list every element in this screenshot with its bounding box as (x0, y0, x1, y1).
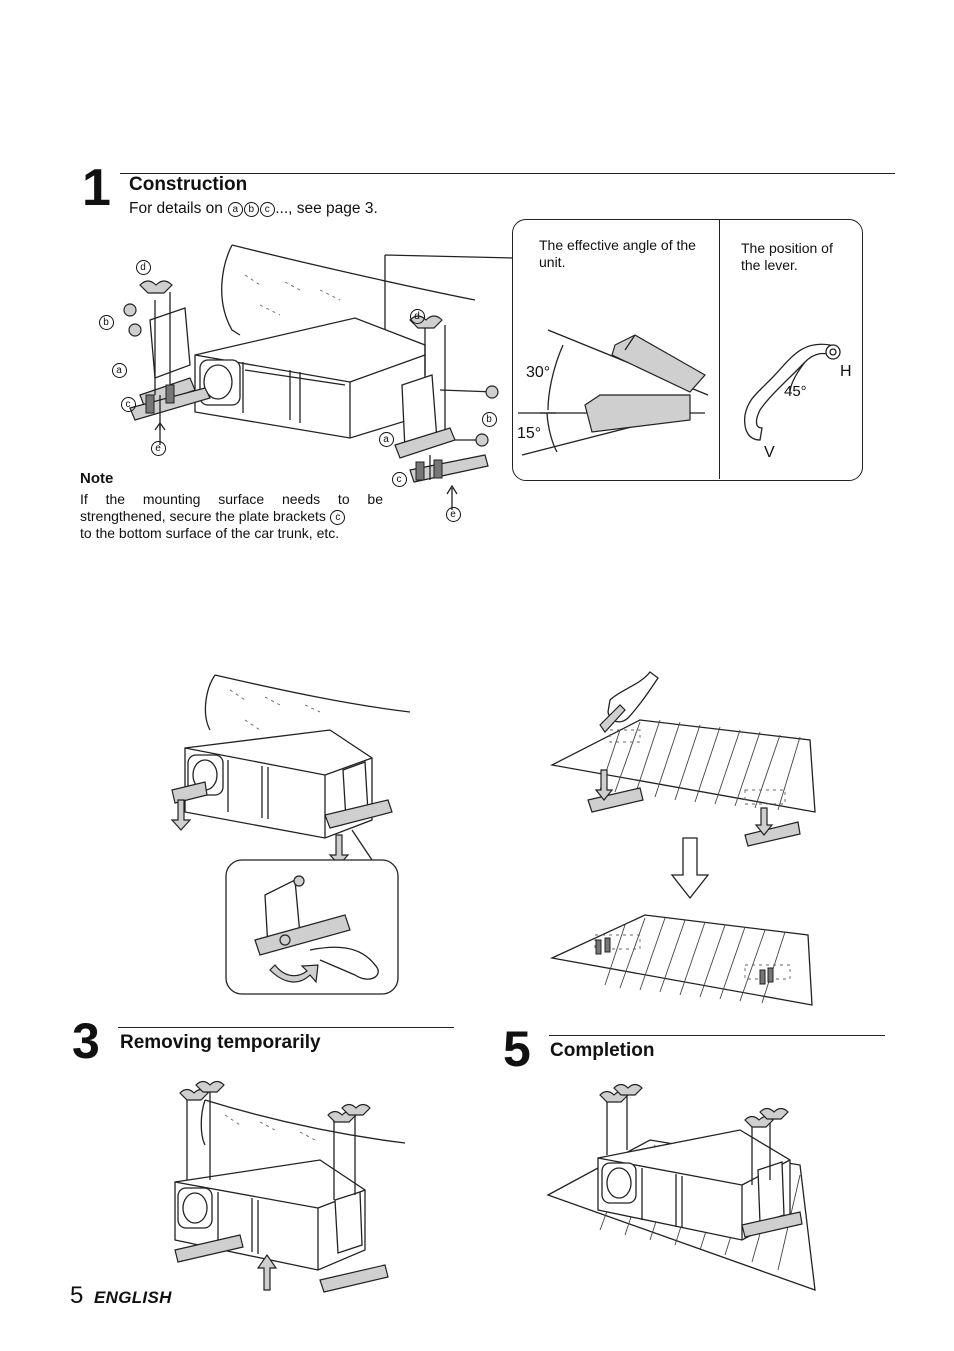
details-suffix: ..., see page 3. (275, 200, 378, 217)
lever-h-label: H (840, 363, 852, 380)
section-5-rule (549, 1035, 885, 1036)
effective-angle-text: The effective angle of the unit. (539, 237, 696, 270)
details-prefix: For details on (129, 200, 228, 217)
note-line-1: If the mounting surface needs to be (80, 491, 383, 507)
section-1-rule (120, 173, 895, 174)
mark-a: a (227, 202, 243, 217)
note-mark-c: c (330, 509, 346, 525)
angle-15-label: 15° (517, 425, 542, 442)
callout-b-left: b (98, 315, 114, 330)
note-text: If the mounting surface needs to be stre… (80, 491, 390, 541)
callout-e-right: e (445, 507, 461, 522)
note-line-2: strengthened, secure the plate brackets … (80, 508, 390, 525)
note-title: Note (80, 470, 114, 487)
callout-a-left: a (111, 363, 127, 378)
step-1-number: 1 (82, 159, 111, 217)
callout-c-left: c (120, 397, 136, 412)
callout-a-right: a (378, 432, 394, 447)
mark-b: b (243, 202, 259, 217)
note-line-2-text: strengthened, secure the plate brackets (80, 507, 326, 524)
lever-position-text: The position of the lever. (741, 240, 833, 273)
mark-c: c (259, 202, 275, 217)
completion-title: Completion (550, 1040, 655, 1061)
step-3-number: 3 (72, 1013, 100, 1069)
lever-45-label: 45° (784, 383, 807, 400)
callout-d-left: d (135, 260, 151, 275)
lever-v-label: V (764, 444, 775, 461)
construction-title: Construction (129, 174, 248, 195)
step-5-number: 5 (503, 1021, 531, 1077)
note-line-3: to the bottom surface of the car trunk, … (80, 524, 340, 541)
callout-e-left: e (150, 441, 166, 456)
removing-temporarily-title: Removing temporarily (120, 1032, 321, 1053)
angle-30-label: 30° (526, 364, 551, 381)
callout-c-right: c (391, 472, 407, 487)
page-number: 5 (70, 1282, 84, 1309)
angle-panel-divider (719, 220, 720, 479)
callout-d-right: d (409, 309, 425, 324)
section-3-rule (118, 1027, 454, 1028)
callout-b-right: b (481, 412, 497, 427)
page-language: ENGLISH (94, 1288, 172, 1307)
